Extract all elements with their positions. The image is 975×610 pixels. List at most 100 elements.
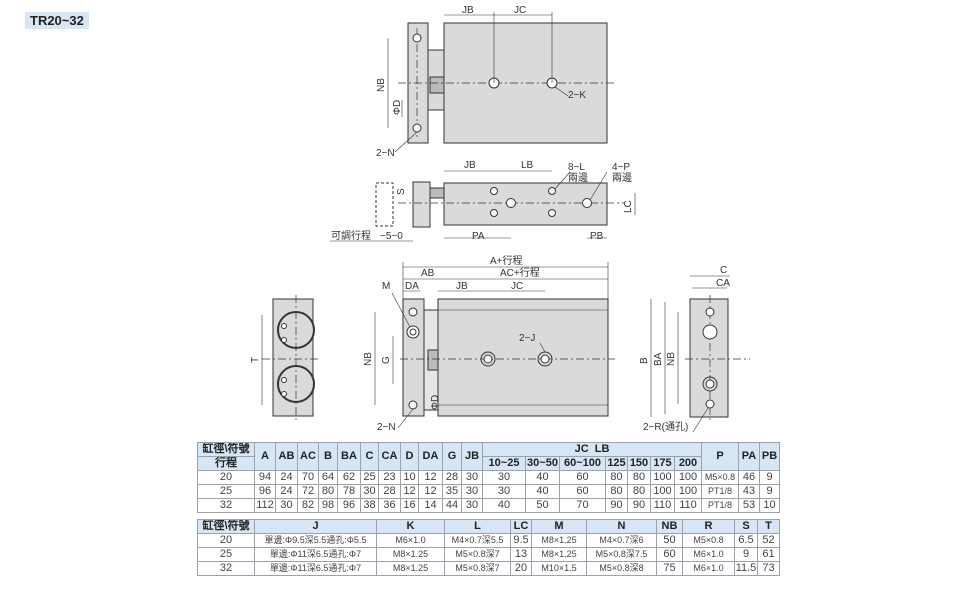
value-cell: 94 <box>254 470 276 485</box>
value-cell: 38 <box>360 498 379 513</box>
left-t-label: T <box>250 357 261 363</box>
value-cell: M5×0.8深8 <box>586 561 657 576</box>
value-cell: 75 <box>656 561 683 576</box>
model-title: TR20~32 <box>25 12 89 29</box>
front-n-label: 2−N <box>377 422 396 433</box>
value-cell: 110 <box>674 498 702 513</box>
value-cell: M10×1.5 <box>531 561 587 576</box>
value-cell: M8×1.25 <box>531 533 587 548</box>
value-cell: 6.5 <box>734 533 758 548</box>
value-cell: 70 <box>297 470 319 485</box>
value-cell: 110 <box>650 498 675 513</box>
side-lb-label: LB <box>521 160 534 171</box>
value-cell: 16 <box>400 498 419 513</box>
side-lc-label: LC <box>623 200 634 213</box>
value-cell: 30 <box>275 498 298 513</box>
col-header: CA <box>378 442 401 471</box>
value-cell: 25 <box>360 470 379 485</box>
value-cell: 13 <box>510 547 532 562</box>
value-cell: 46 <box>738 470 760 485</box>
value-cell: 28 <box>442 470 462 485</box>
value-cell: 78 <box>337 484 361 499</box>
value-cell: 40 <box>525 470 560 485</box>
value-cell: 36 <box>378 498 401 513</box>
col-header: J <box>254 519 377 534</box>
value-cell: 9 <box>759 470 780 485</box>
value-cell: PT1/8 <box>701 484 739 499</box>
value-cell: 14 <box>418 498 443 513</box>
value-cell: M5×0.8深7.5 <box>586 547 657 562</box>
col-header: AB <box>275 442 298 471</box>
value-cell: 40 <box>482 498 526 513</box>
sub-header: 125 <box>605 456 628 471</box>
top-k-label: 2−K <box>568 90 586 101</box>
right-ca-label: CA <box>716 278 730 289</box>
col-header: K <box>376 519 445 534</box>
bore-size-cell: 25 <box>197 547 255 562</box>
bore-size-cell: 20 <box>197 533 255 548</box>
col-header: D <box>400 442 419 471</box>
value-cell: 100 <box>650 470 675 485</box>
right-nb-label: NB <box>666 352 677 366</box>
side-l-note: 兩邊 <box>568 171 588 184</box>
top-jb-label: JB <box>462 5 474 16</box>
front-jb-label: JB <box>456 281 468 292</box>
value-cell: 80 <box>318 484 338 499</box>
value-cell: 80 <box>605 484 628 499</box>
sub-header: 175 <box>650 456 675 471</box>
value-cell: 30 <box>461 470 483 485</box>
value-cell: M5×0.8 <box>682 533 735 548</box>
value-cell: 80 <box>605 470 628 485</box>
col-header: AC <box>297 442 319 471</box>
left-end-view: T <box>250 295 320 420</box>
value-cell: 64 <box>318 470 338 485</box>
value-cell: 24 <box>275 484 298 499</box>
corner-header: 行程 <box>197 456 255 471</box>
col-header: T <box>757 519 780 534</box>
sub-header: 200 <box>674 456 702 471</box>
side-pa-label: PA <box>472 231 485 242</box>
side-p-label: 4−P <box>612 162 630 173</box>
value-cell: 50 <box>656 533 683 548</box>
bore-size-cell: 25 <box>197 484 255 499</box>
group-header: JC LB <box>482 442 702 457</box>
value-cell: 9 <box>759 484 780 499</box>
value-cell: 單邊:Φ11深6.5通孔:Φ7 <box>254 561 377 576</box>
value-cell: 43 <box>738 484 760 499</box>
front-d-label: ΦD <box>430 395 441 410</box>
value-cell: M8×1.25 <box>531 547 587 562</box>
side-l-label: 8−L <box>568 162 585 173</box>
value-cell: 10 <box>400 470 419 485</box>
side-jb-label: JB <box>464 160 476 171</box>
value-cell: 23 <box>378 470 401 485</box>
value-cell: M6×1.0 <box>376 533 445 548</box>
value-cell: M5×0.8深7 <box>444 547 511 562</box>
value-cell: 82 <box>297 498 319 513</box>
value-cell: 96 <box>337 498 361 513</box>
col-header: L <box>444 519 511 534</box>
right-r-label: 2−R(通孔) <box>643 421 688 433</box>
value-cell: 112 <box>254 498 276 513</box>
right-ba-label: BA <box>653 352 664 366</box>
front-da-label: DA <box>405 281 419 292</box>
value-cell: 11.5 <box>734 561 758 576</box>
value-cell: 62 <box>337 470 361 485</box>
value-cell: M6×1.0 <box>682 561 735 576</box>
col-header: JB <box>461 442 483 471</box>
value-cell: 72 <box>297 484 319 499</box>
bore-size-cell: 32 <box>197 498 255 513</box>
value-cell: 60 <box>559 470 606 485</box>
front-view: A+行程 AB AC+行程 DA JB JC M NB G ΦD 2−N 2−J <box>363 254 615 433</box>
value-cell: 24 <box>275 470 298 485</box>
value-cell: 60 <box>559 484 606 499</box>
right-end-view: C CA B BA NB 2−R(通孔) <box>639 265 750 433</box>
value-cell: 100 <box>674 470 702 485</box>
value-cell: 80 <box>627 484 651 499</box>
value-cell: 60 <box>656 547 683 562</box>
side-view: JB LB 8−L 兩邊 4−P 兩邊 S LC PA PB 可調行程 −5~0 <box>330 160 636 242</box>
